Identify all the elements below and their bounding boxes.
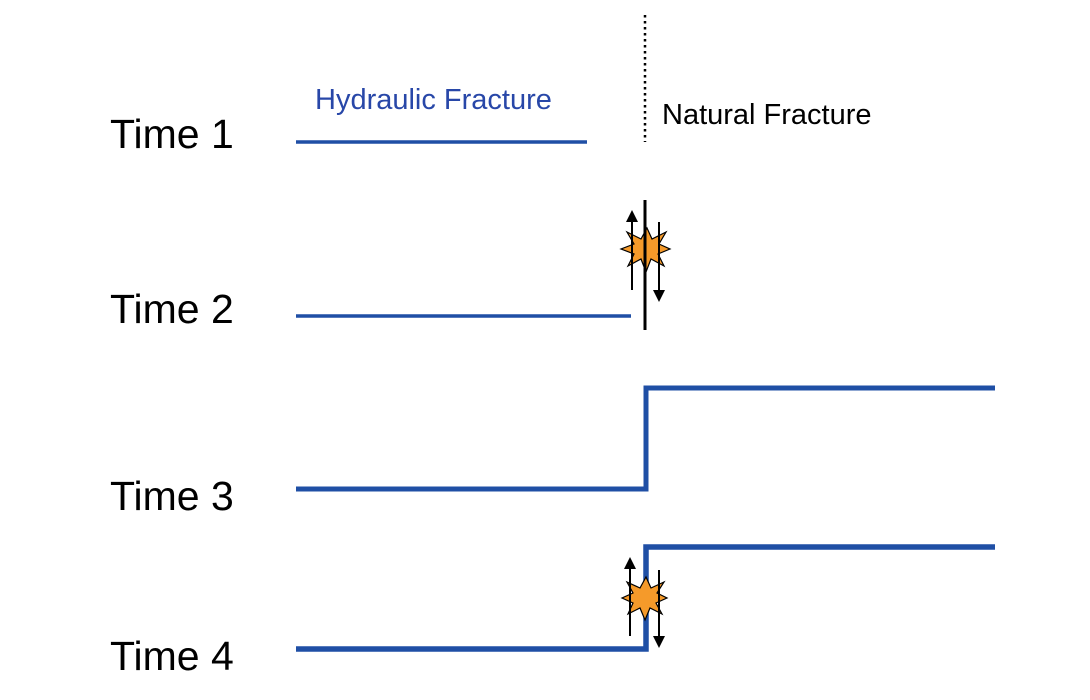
row-time-4: Time 4	[110, 544, 995, 679]
time-4-label: Time 4	[110, 633, 234, 679]
time-4-slip-burst-icon	[620, 575, 669, 622]
hydraulic-fracture-label: Hydraulic Fracture	[315, 84, 552, 116]
time-2-label: Time 2	[110, 286, 234, 332]
natural-fracture-label: Natural Fracture	[662, 99, 872, 131]
time-3-label: Time 3	[110, 473, 234, 519]
row-time-2: Time 2	[110, 200, 672, 332]
time-3-hydraulic-fracture-path	[296, 385, 995, 492]
row-time-3: Time 3	[110, 385, 995, 519]
time-1-label: Time 1	[110, 111, 234, 157]
time-4-slip-event	[620, 557, 669, 648]
time-2-slip-event	[619, 200, 672, 330]
row-time-1: Time 1	[110, 111, 587, 157]
